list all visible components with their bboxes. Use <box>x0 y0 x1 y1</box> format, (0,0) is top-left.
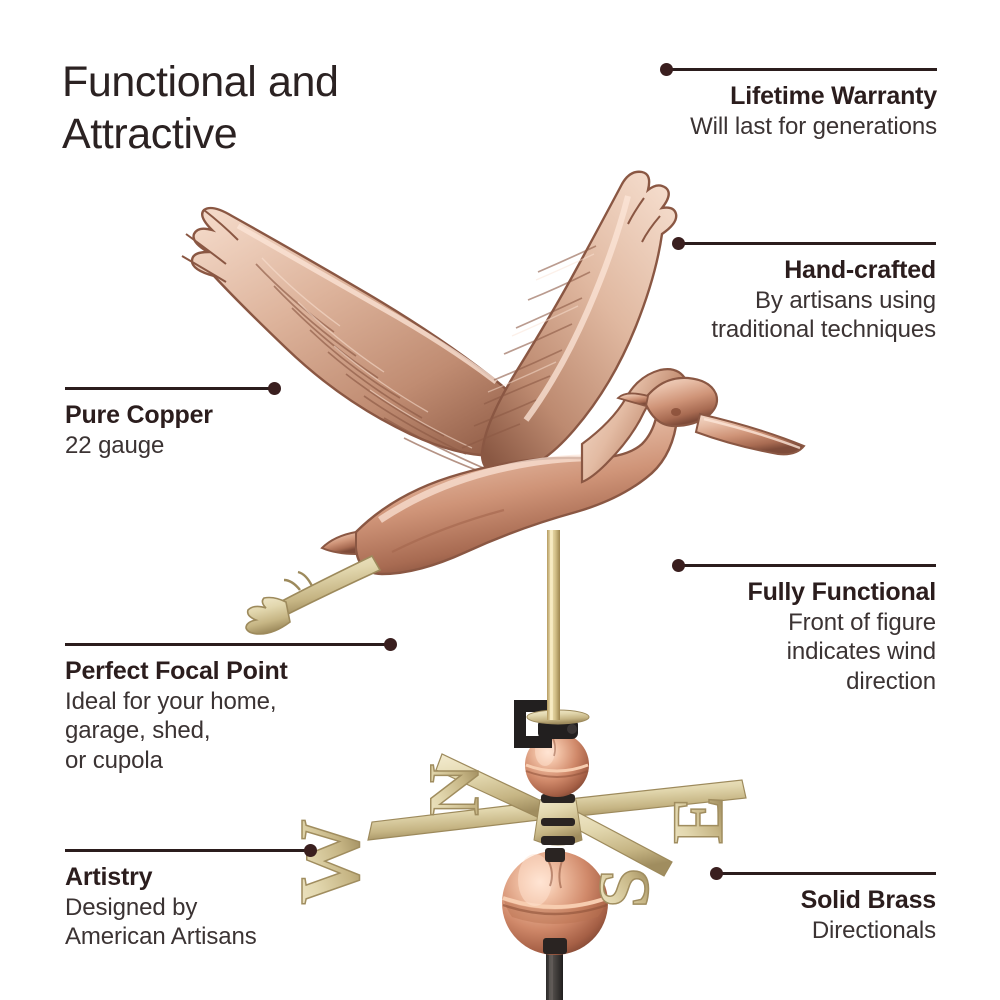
callout-rule-dot <box>710 867 723 880</box>
callout-rule-dot <box>304 844 317 857</box>
callout-body: 22 gauge <box>65 431 165 459</box>
callout-rule-bar <box>662 68 937 71</box>
heron-right-wing <box>480 170 678 476</box>
callout-rule-dot <box>268 382 281 395</box>
callout-rule-dot <box>672 559 685 572</box>
callout-rule <box>65 381 281 395</box>
brass-spindle <box>547 530 560 720</box>
callout-body: Will last for generations <box>690 112 937 140</box>
callout-rule <box>660 62 937 76</box>
callout-rule <box>672 558 936 572</box>
heron-tail <box>320 530 357 556</box>
callout-rule-bar <box>674 242 936 245</box>
directional-letter-n: N <box>414 764 494 816</box>
callout-rule <box>672 236 936 250</box>
callout-body: Directionals <box>811 916 936 944</box>
directional-arms <box>367 753 747 877</box>
callout-body: Designed by American Artisans <box>65 893 257 951</box>
callout-rule <box>710 866 936 880</box>
mounting-pole <box>546 930 563 1000</box>
callout-heading: Hand-crafted <box>784 256 936 284</box>
callout-solid-brass: Solid Brass Directionals <box>710 866 937 945</box>
callout-rule-bar <box>65 849 315 852</box>
heron-beak <box>694 412 806 456</box>
callout-heading: Lifetime Warranty <box>730 82 937 110</box>
callout-heading: Artistry <box>65 863 153 891</box>
callout-fully-functional: Fully Functional Front of figure indicat… <box>672 558 937 697</box>
heron-head <box>616 376 806 456</box>
heron-neck <box>580 368 688 484</box>
callout-artistry: Artistry Designed by American Artisans <box>65 843 317 952</box>
callout-body: By artisans using traditional techniques <box>711 286 936 344</box>
callout-pure-copper: Pure Copper 22 gauge <box>65 381 281 460</box>
callout-rule <box>65 637 397 651</box>
callout-lifetime-warranty: Lifetime Warranty Will last for generati… <box>660 62 937 141</box>
callout-heading: Perfect Focal Point <box>65 657 288 685</box>
page-title: Functional and Attractive <box>62 58 339 159</box>
heron-body <box>354 416 678 576</box>
upper-copper-globe <box>525 733 589 797</box>
callout-rule-bar <box>712 872 936 875</box>
directional-letter-e: E <box>658 796 738 844</box>
callout-heading: Fully Functional <box>747 578 937 606</box>
callout-perfect-focal-point: Perfect Focal Point Ideal for your home,… <box>65 637 397 776</box>
directional-letter-s: S <box>584 868 664 908</box>
callout-heading: Solid Brass <box>800 886 937 914</box>
mounting-bracket <box>514 700 590 748</box>
callout-hand-crafted: Hand-crafted By artisans using tradition… <box>672 236 936 345</box>
callout-body: Front of figure indicates wind direction <box>786 608 936 696</box>
callout-heading: Pure Copper <box>65 401 213 429</box>
lower-copper-globe <box>502 848 608 955</box>
callout-rule-dot <box>672 237 685 250</box>
callout-body: Ideal for your home, garage, shed, or cu… <box>65 687 277 775</box>
callout-rule-bar <box>674 564 936 567</box>
callout-rule-bar <box>65 387 279 390</box>
heron-legs <box>245 554 382 635</box>
directional-letters: W N E S <box>280 763 739 909</box>
callout-rule-dot <box>660 63 673 76</box>
callout-rule-dot <box>384 638 397 651</box>
callout-rule <box>65 843 317 857</box>
callout-rule-bar <box>65 643 395 646</box>
